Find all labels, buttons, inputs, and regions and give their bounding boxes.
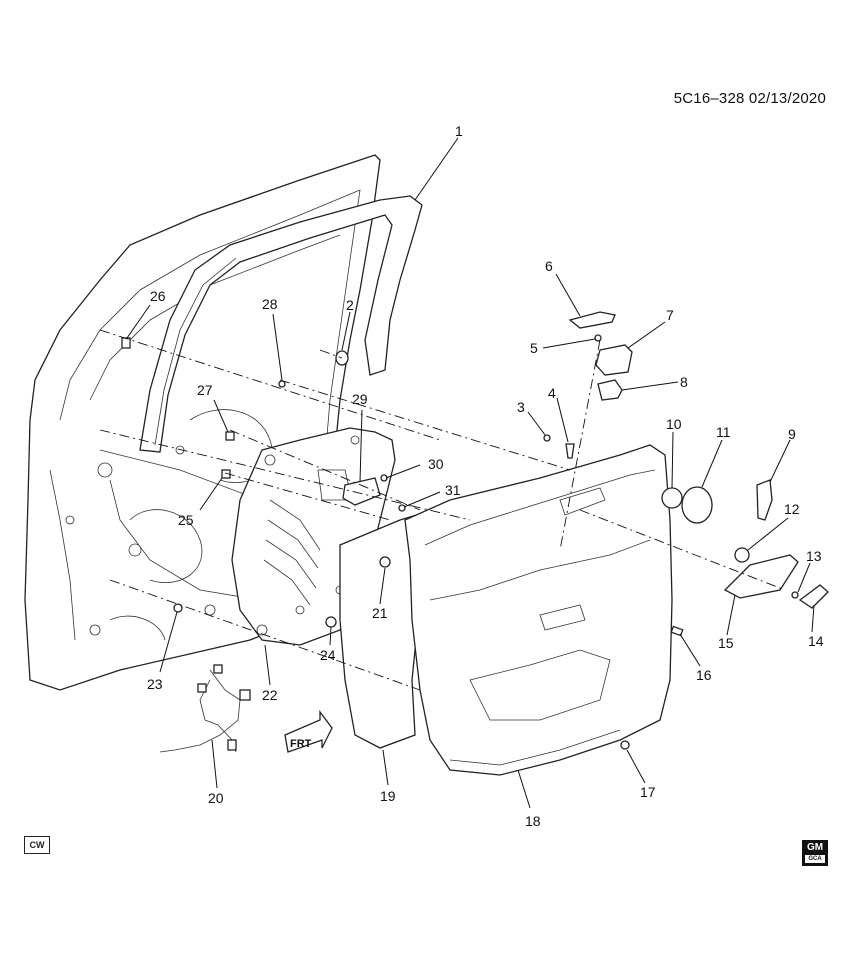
callout-26: 26 [150,288,166,304]
callout-25: 25 [178,512,194,528]
callout-15: 15 [718,635,734,651]
callout-labels: 1 2 3 4 5 6 7 8 9 10 11 12 13 14 15 16 1… [147,123,824,829]
small-parts [121,311,829,750]
callout-8: 8 [680,374,688,390]
diagram-code: 5C16–328 02/13/2020 [673,90,826,107]
callout-5: 5 [530,340,538,356]
callout-3: 3 [517,399,525,415]
callout-10: 10 [666,416,682,432]
callout-14: 14 [808,633,824,649]
callout-21: 21 [372,605,388,621]
alignment-lines [99,329,786,691]
callout-31: 31 [445,482,461,498]
callout-16: 16 [696,667,712,683]
callout-30: 30 [428,456,444,472]
callout-20: 20 [208,790,224,806]
callout-12: 12 [784,501,800,517]
callout-23: 23 [147,676,163,692]
gm-logo: GM GCA [802,840,828,866]
callout-4: 4 [548,385,556,401]
callout-2: 2 [346,297,354,313]
callout-19: 19 [380,788,396,804]
callout-1: 1 [455,123,463,139]
callout-24: 24 [320,647,336,663]
callout-13: 13 [806,548,822,564]
callout-27: 27 [197,382,213,398]
gca-logo-text: GCA [805,855,825,863]
part-1-window-channel [139,195,423,453]
front-direction-arrow: FRT [284,710,333,753]
part-20-wiring-harness [159,664,251,753]
frt-label: FRT [290,738,312,750]
callout-9: 9 [788,426,796,442]
gm-logo-text: GM [806,842,824,853]
callout-7: 7 [666,307,674,323]
callout-17: 17 [640,784,656,800]
callout-28: 28 [262,296,278,312]
cw-badge: CW [24,836,50,854]
callout-22: 22 [262,687,278,703]
callout-29: 29 [352,391,368,407]
leader-lines [126,137,815,809]
callout-18: 18 [525,813,541,829]
callout-11: 11 [716,424,731,440]
callout-6: 6 [545,258,553,274]
